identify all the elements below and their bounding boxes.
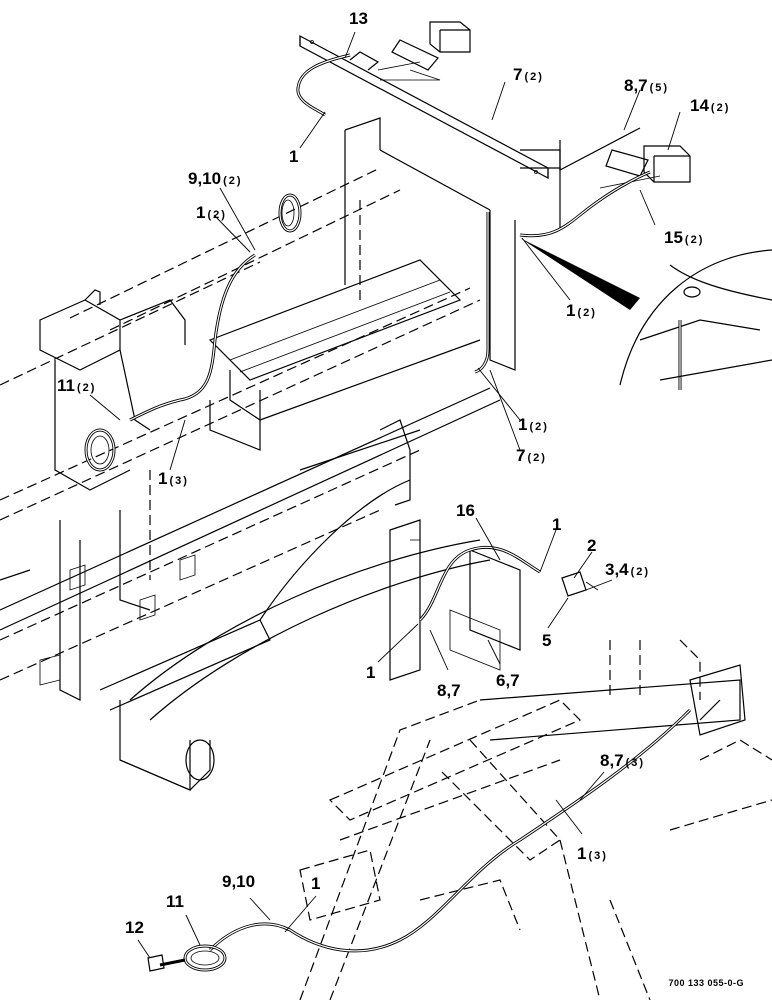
callout-12: 12 [125, 918, 144, 937]
callout-8-7-lower: 8,7(3) [600, 751, 646, 770]
mounting-bar [299, 35, 561, 179]
coil-cable-11-upper [84, 428, 116, 472]
callout-6-7: 6,7 [496, 671, 520, 690]
detail-inset [520, 238, 772, 390]
coil-cable-9-10 [278, 193, 302, 233]
callout-1-frame: 1(2) [566, 301, 597, 320]
callout-1-bottom: 1 [311, 874, 321, 893]
callout-1-coil: 1(2) [196, 203, 227, 222]
right-lamp-14 [599, 145, 691, 189]
leader-lines [89, 31, 681, 959]
callout-1-top: 1 [289, 147, 299, 166]
header-beams [0, 167, 501, 681]
upper-frame [344, 117, 641, 371]
callout-9-10-lower: 9,10 [222, 872, 256, 891]
callout-1-left: 1(3) [158, 469, 189, 488]
callout-16: 16 [456, 501, 475, 520]
coil-cable-11-lower [159, 944, 227, 972]
callout-14: 14(2) [690, 96, 731, 115]
callout-11-lower: 11 [166, 892, 184, 911]
callout-9-10-upper: 9,10(2) [188, 169, 243, 188]
callout-13: 13 [349, 9, 368, 28]
reel-arcs [129, 479, 491, 721]
callout-8-7-top: 8,7(5) [624, 76, 670, 95]
callout-5: 5 [542, 631, 552, 650]
upper-lamp-bracket [377, 21, 471, 81]
connector-12 [147, 954, 165, 972]
callout-11-upper: 11(2) [57, 376, 97, 395]
lower-frame [299, 639, 772, 1000]
callout-15: 15(2) [664, 228, 705, 247]
callout-7-mid: 7(2) [516, 446, 547, 465]
callout-2: 2 [587, 536, 597, 555]
callout-1-lower: 1(3) [577, 844, 608, 863]
callout-1-switch: 1 [552, 515, 562, 534]
switch-mount-panel [389, 519, 521, 681]
callout-1-mid: 1(2) [518, 415, 549, 434]
switch-2 [561, 571, 599, 597]
drawing-code: 700 133 055-0-G [668, 978, 744, 988]
callout-7-top: 7(2) [513, 65, 544, 84]
callout-3-4: 3,4(2) [605, 560, 651, 579]
callout-1-panel: 1 [366, 663, 376, 682]
callout-8-7-panel: 8,7 [437, 681, 461, 700]
roller-assembly [208, 259, 481, 506]
left-frame [0, 289, 271, 791]
